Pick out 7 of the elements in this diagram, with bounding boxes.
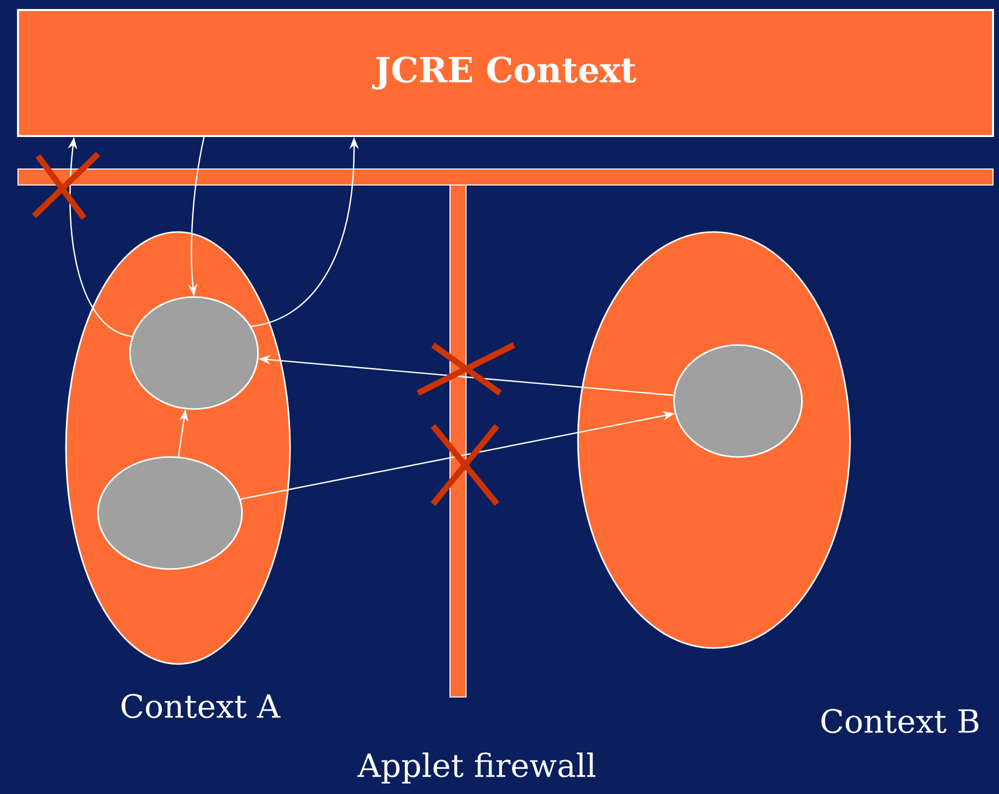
context-label: Context A xyxy=(122,694,280,718)
context-box: JCRE Context xyxy=(17,9,994,137)
applet-ellipse xyxy=(673,344,803,458)
context-label: Context B xyxy=(821,708,978,734)
applet-ellipse xyxy=(97,456,243,570)
applet-ellipse xyxy=(129,296,259,410)
firewall-label: Applet firewall xyxy=(357,752,596,784)
